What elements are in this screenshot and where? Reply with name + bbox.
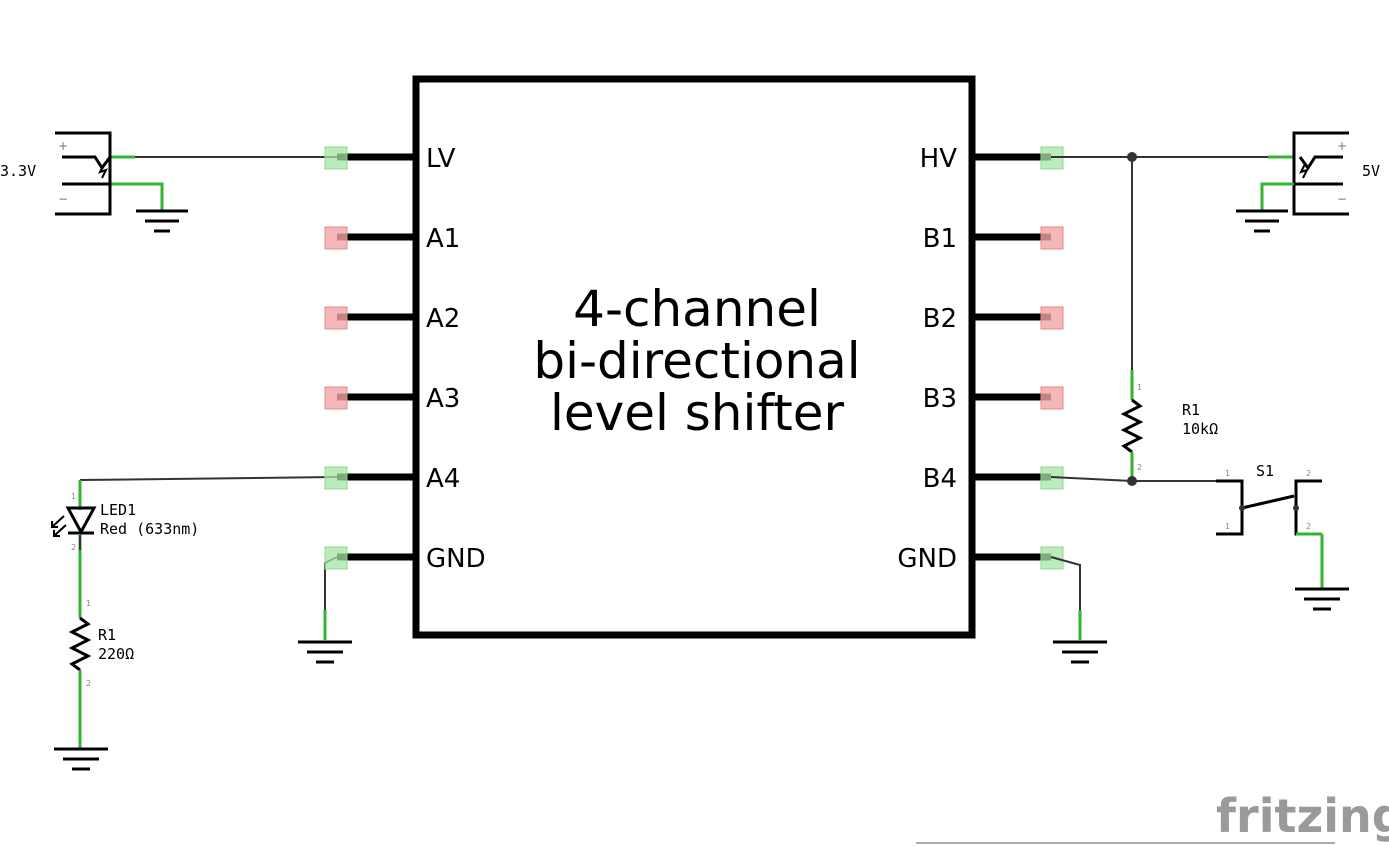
supply-5v-plus-label: + (1337, 139, 1347, 153)
chip-left-pins: LV A1 A2 A3 A4 GND (324, 144, 486, 574)
pin-lv-label: LV (426, 144, 456, 174)
pin-a1[interactable]: A1 (324, 224, 460, 254)
led-pin1-label: 1 (71, 492, 76, 501)
supply-5v-bolt-icon (1299, 163, 1309, 179)
pin-b1[interactable]: B1 (923, 224, 1064, 254)
r10k-value: 10kΩ (1182, 420, 1218, 438)
fritzing-logo: fritzing (1216, 789, 1389, 843)
pin-a3[interactable]: A3 (324, 384, 460, 414)
resistor-220[interactable]: 1 2 (68, 590, 92, 748)
pin-a4-label: A4 (426, 464, 460, 494)
supply-3v3-bolt-icon (98, 163, 108, 179)
pin-b3-label: B3 (923, 384, 957, 414)
level-shifter-chip[interactable] (412, 75, 976, 639)
pin-gnd-left[interactable]: GND (324, 544, 486, 574)
pin-a2-label: A2 (426, 304, 460, 334)
switch-name: S1 (1256, 462, 1274, 480)
pin-gnd-right-label: GND (897, 544, 957, 574)
pin-hv[interactable]: HV (920, 144, 1064, 174)
pin-a3-label: A3 (426, 384, 460, 414)
wire-a4-to-led[interactable] (78, 476, 338, 505)
r220-pin2-label: 2 (86, 679, 91, 688)
chip-right-pins: HV B1 B2 B3 B4 GND (897, 144, 1064, 574)
junction-b4 (1127, 476, 1137, 486)
supply-3v3-minus-label: − (58, 192, 68, 206)
ground-icon-left-gnd (298, 640, 352, 664)
pin-b4[interactable]: B4 (923, 464, 1064, 494)
pin-gnd-right[interactable]: GND (897, 544, 1064, 574)
ground-icon-right-gnd (1053, 640, 1107, 664)
chip-title-line1: 4-channel (573, 280, 821, 338)
pin-b1-label: B1 (923, 224, 957, 254)
pushbutton-switch[interactable]: 1 1 2 2 (1216, 469, 1324, 588)
s1-pin2a-label: 2 (1306, 469, 1311, 478)
s1-pin1b-label: 1 (1225, 522, 1230, 531)
supply-5v-label: 5V (1362, 162, 1380, 180)
r10k-pin1-label: 1 (1137, 383, 1142, 392)
r10k-pin2-label: 2 (1137, 463, 1142, 472)
pin-b3[interactable]: B3 (923, 384, 1064, 414)
pin-b4-label: B4 (923, 464, 957, 494)
supply-3v3-plus-label: + (58, 139, 68, 153)
wire-5v-minus-ground[interactable] (1260, 182, 1294, 210)
ground-icon-3v3 (136, 209, 188, 233)
wire-3v3-minus-ground[interactable] (110, 182, 164, 210)
led-value: Red (633nm) (100, 520, 199, 538)
r220-name: R1 (98, 626, 116, 644)
chip-title-line3: level shifter (550, 384, 845, 442)
r220-pin1-label: 1 (86, 599, 91, 608)
led-name: LED1 (100, 501, 136, 519)
pin-lv[interactable]: LV (324, 144, 456, 174)
power-supply-5v[interactable]: + − (1292, 131, 1349, 216)
pin-a2[interactable]: A2 (324, 304, 460, 334)
pin-b2[interactable]: B2 (923, 304, 1064, 334)
s1-pin2b-label: 2 (1306, 522, 1311, 531)
power-supply-3v3[interactable]: + − (55, 131, 112, 216)
supply-3v3-label: 3.3V (0, 162, 36, 180)
supply-5v-minus-label: − (1337, 192, 1347, 206)
s1-pin1a-label: 1 (1225, 469, 1230, 478)
wire-right-gnd[interactable] (1050, 556, 1082, 640)
led-light-arrows-icon (51, 515, 67, 537)
led-red[interactable]: 1 2 (51, 492, 97, 590)
wire-b4-to-switch[interactable] (1050, 476, 1242, 483)
ground-icon-switch (1295, 587, 1349, 611)
pin-b2-label: B2 (923, 304, 957, 334)
ground-icon-led (54, 747, 108, 771)
chip-title: 4-channel bi-directional level shifter (533, 280, 860, 442)
pin-a4[interactable]: A4 (324, 464, 460, 494)
pin-a1-label: A1 (426, 224, 460, 254)
ground-icon-5v (1236, 209, 1288, 233)
chip-title-line2: bi-directional (533, 332, 860, 390)
led-pin2-label: 2 (71, 543, 76, 552)
r220-value: 220Ω (98, 645, 134, 663)
pin-hv-label: HV (920, 144, 958, 174)
r10k-name: R1 (1182, 401, 1200, 419)
pin-gnd-left-label: GND (426, 544, 486, 574)
